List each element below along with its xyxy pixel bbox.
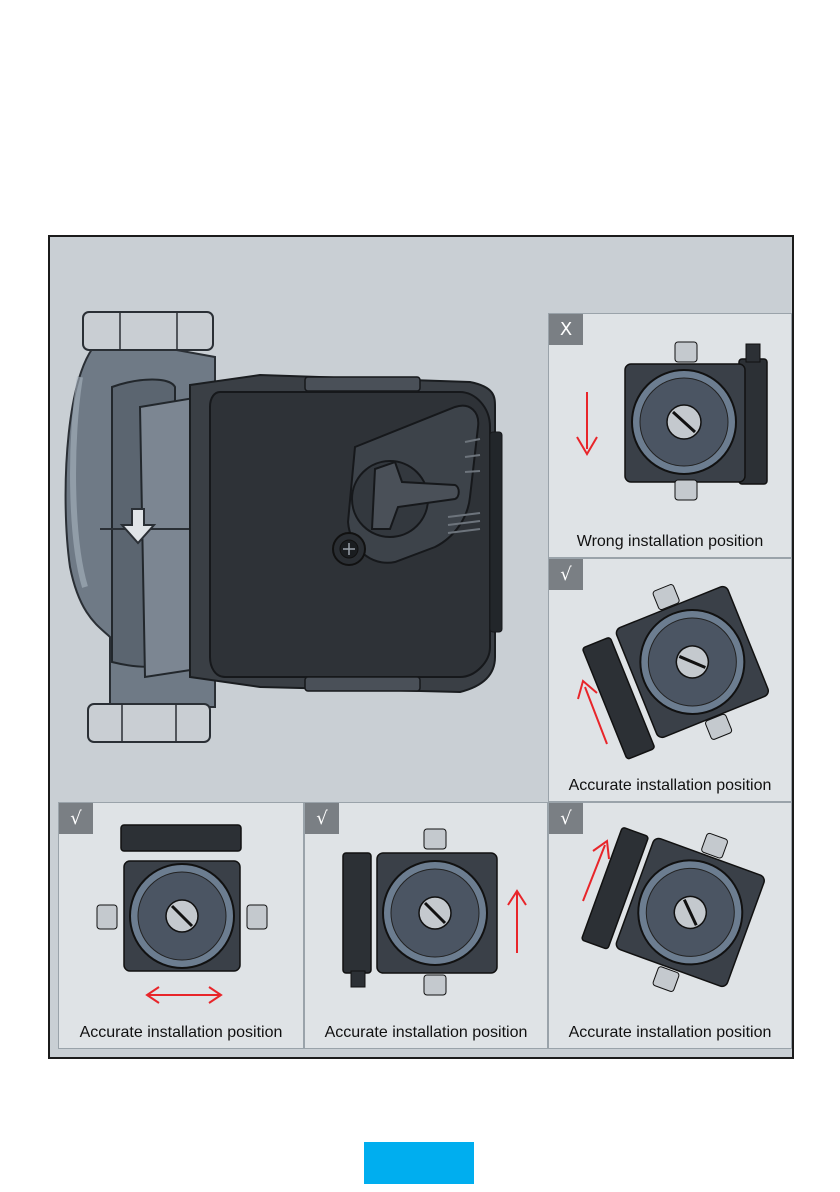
pump-front-view-icon: [305, 803, 548, 1023]
panel-accurate-box-top: √ Accurate installation position: [58, 802, 304, 1049]
installation-figure: X Wrong installation position √: [48, 235, 794, 1059]
panel-caption: Accurate installation position: [305, 1024, 547, 1042]
page-tab: [364, 1142, 474, 1184]
panel-caption: Accurate installation position: [59, 1024, 303, 1042]
panel-accurate-tilted: √ Accurate installation position: [548, 558, 792, 802]
pump-front-view-icon: [549, 314, 792, 534]
screw-icon: [333, 533, 365, 565]
panel-caption: Wrong installation position: [549, 533, 791, 551]
top-nut-icon: [83, 312, 213, 350]
panel-accurate-tilted-right: √ Accurate installation position: [548, 802, 792, 1049]
pump-front-view-icon: [549, 559, 792, 779]
panel-accurate-box-left: √ Accurate installation position: [304, 802, 548, 1049]
pump-side-view-illustration: [50, 237, 550, 802]
bottom-nut-icon: [88, 704, 210, 742]
panel-caption: Accurate installation position: [549, 1024, 791, 1042]
panel-caption: Accurate installation position: [549, 777, 791, 795]
panel-wrong-position: X Wrong installation position: [548, 313, 792, 558]
pump-front-view-icon: [549, 803, 792, 1023]
pump-front-view-icon: [59, 803, 304, 1023]
